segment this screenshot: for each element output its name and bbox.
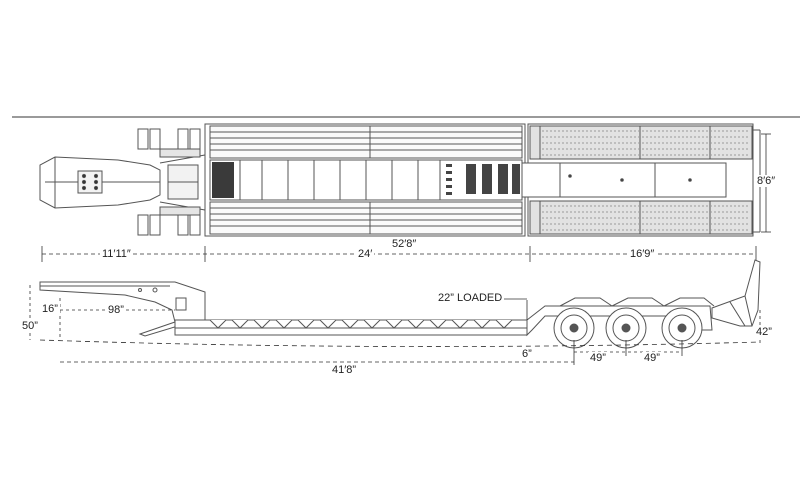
- rear-wheels: [553, 307, 703, 349]
- deck-triangles: [209, 319, 513, 329]
- deck-slots: [446, 164, 520, 195]
- dim-kingpin-height: 16”: [40, 303, 60, 315]
- dim-fifth-wheel-height: 50”: [20, 320, 40, 332]
- dim-kingpin-setting: 98”: [106, 304, 126, 316]
- dim-rear-length: 16′9″: [628, 248, 657, 260]
- dim-width: 8′6″: [755, 175, 778, 187]
- dim-overall-length: 52′8″: [390, 238, 419, 250]
- top-view: [39, 123, 761, 237]
- front-tires-upper: [137, 128, 201, 158]
- dim-deck-length: 24′: [356, 248, 375, 260]
- front-tires-lower: [137, 206, 201, 236]
- dim-deck-height-loaded: 22” LOADED: [436, 292, 505, 304]
- dim-kingpin-to-axle: 41′8”: [330, 364, 359, 376]
- dim-ground-clearance: 6”: [520, 348, 534, 360]
- dim-axle-spacing-1: 49”: [588, 352, 608, 364]
- dim-gooseneck-length: 11′11″: [100, 248, 133, 260]
- ground-line: [39, 339, 761, 347]
- wheel-2: [605, 307, 647, 349]
- dim-axle-spacing-2: 49”: [642, 352, 662, 364]
- dim-rear-deck-height: 42”: [754, 326, 774, 338]
- side-view: [39, 259, 761, 337]
